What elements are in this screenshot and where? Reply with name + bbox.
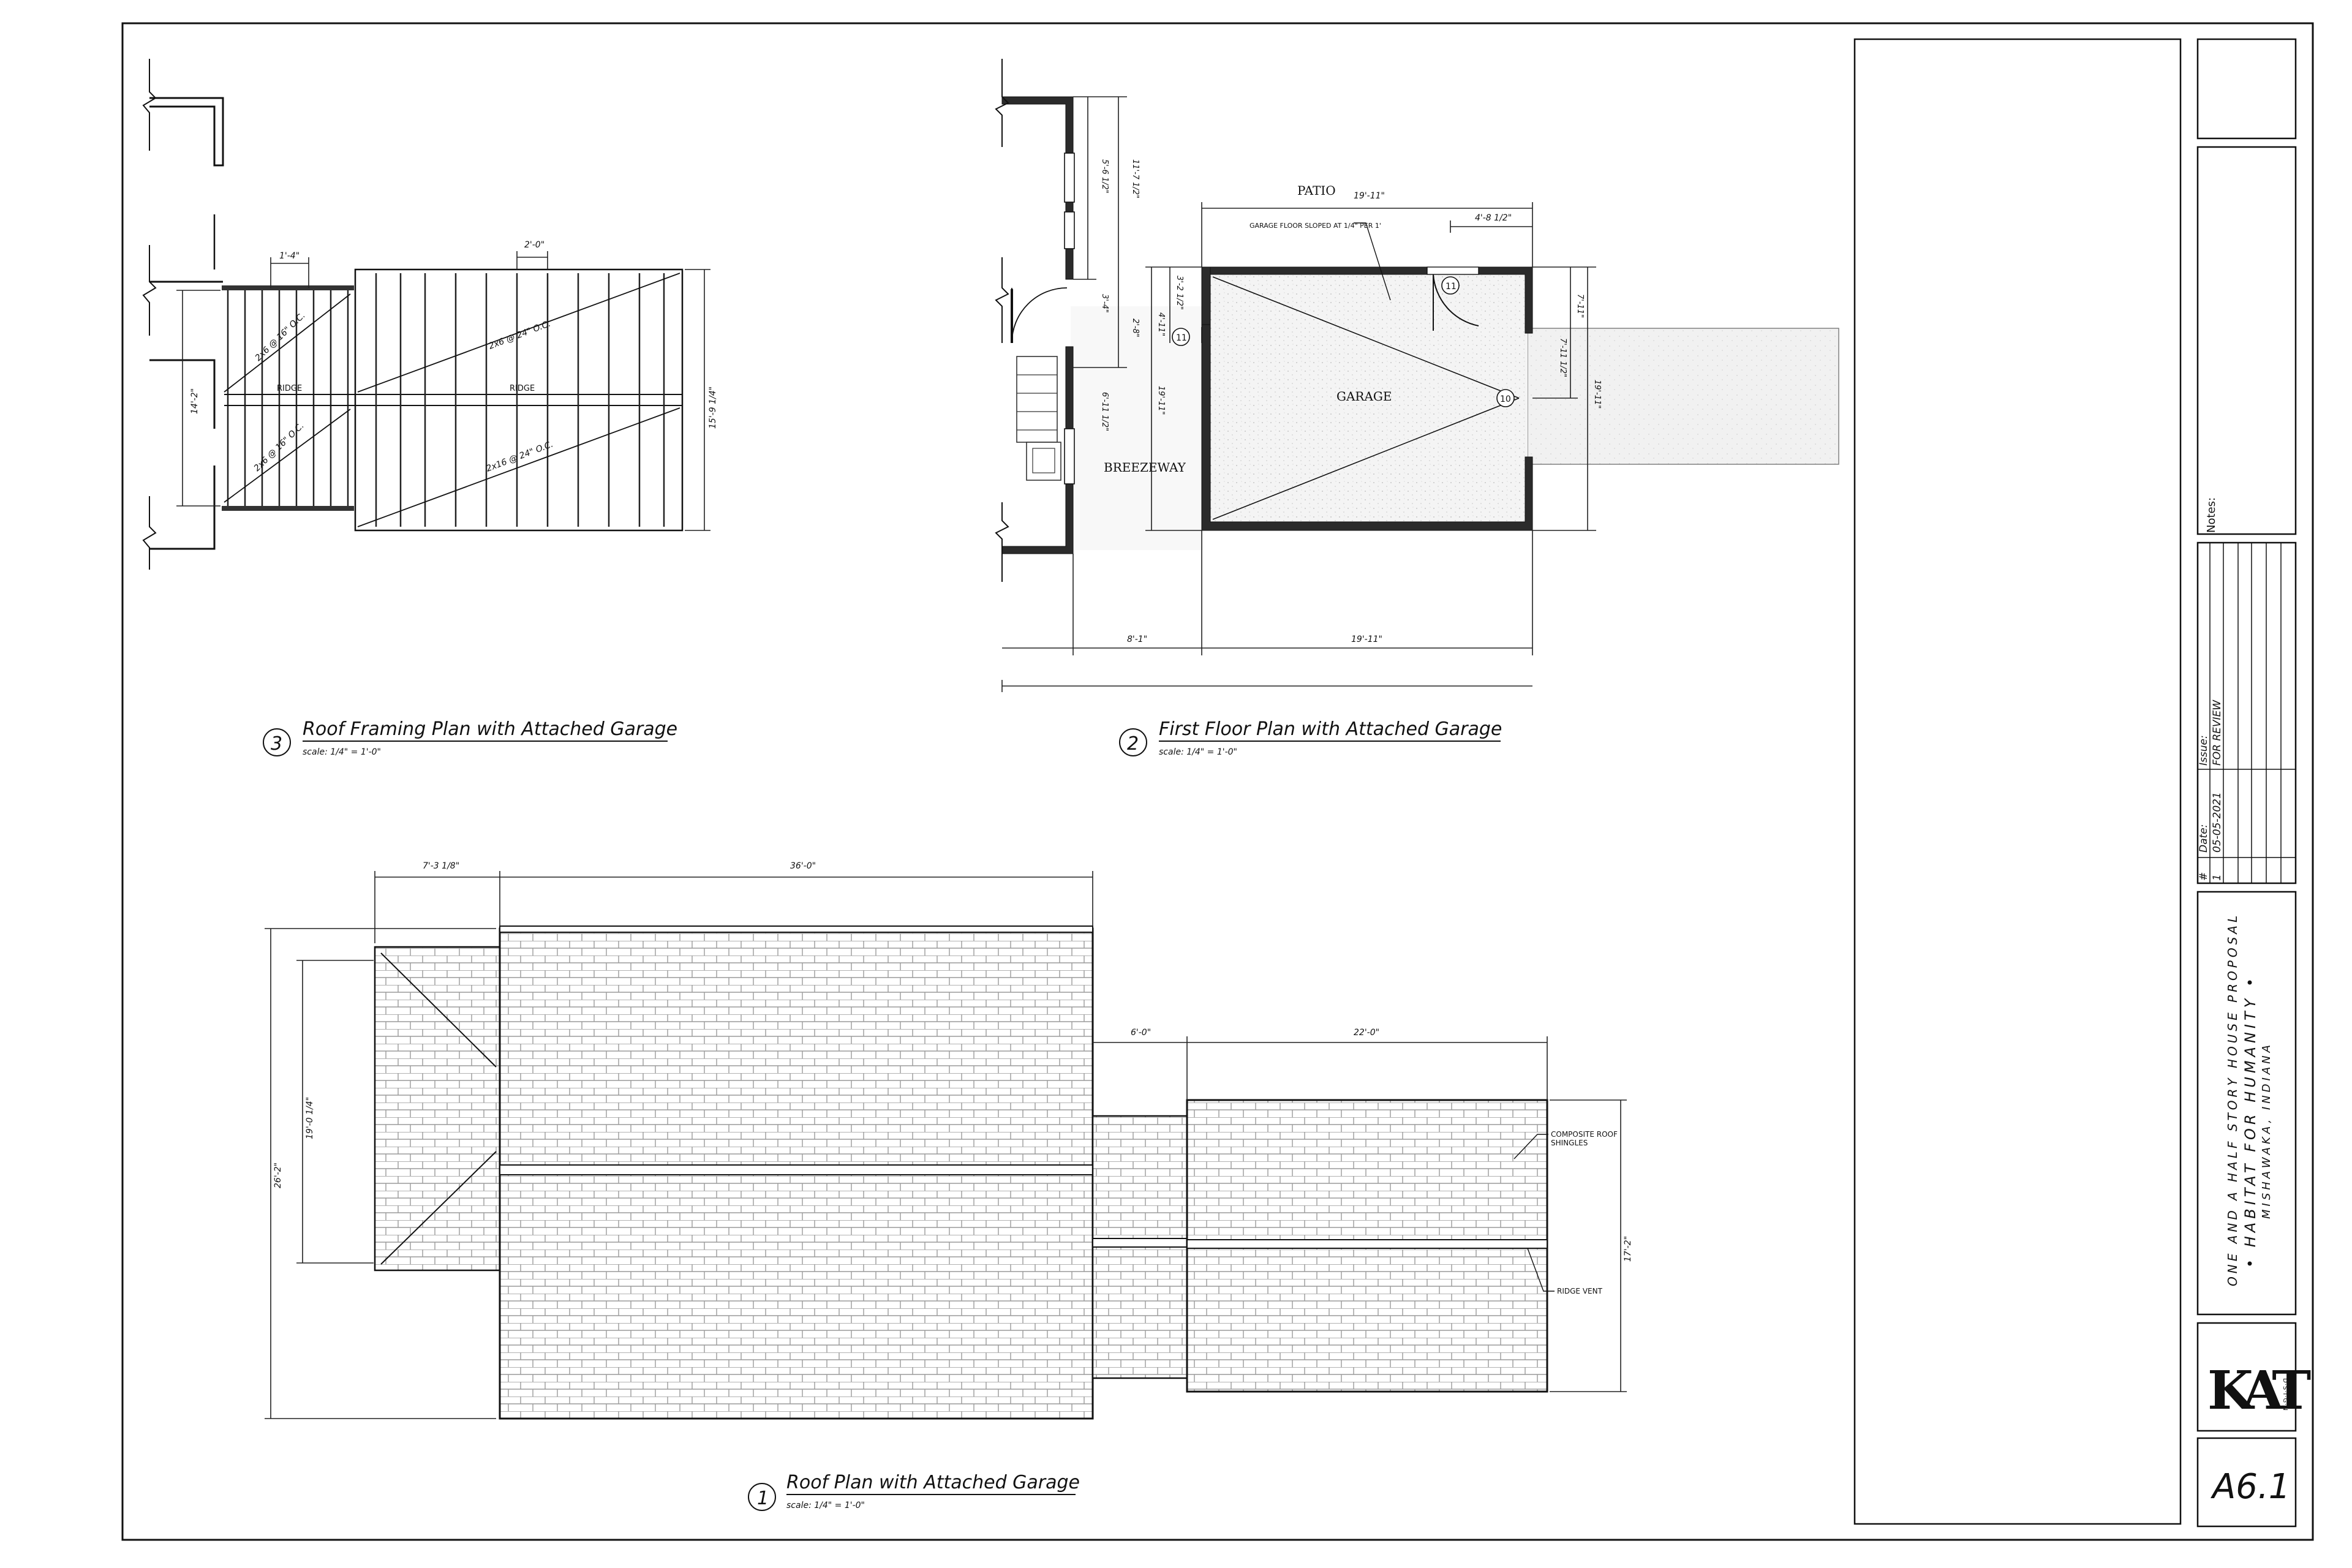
ffp-dim-left-b: 11'-7 1/2" [1131, 159, 1140, 198]
title-block: Notes: # Date: Issue: 1 05-05-2021 FOR R… [1853, 38, 2320, 1528]
firm-logo: KAT D·S·I·G·N [2207, 1360, 2320, 1422]
ffp-dim-left-d: 2'-8" [1131, 318, 1140, 337]
roof-plan-title-text: Roof Plan with Attached Garage [786, 1472, 1080, 1493]
notes-area [1853, 38, 2182, 1525]
roof-dim-top-left: 7'-3 1/8" [423, 861, 459, 871]
roof-note-shingles-2: SHINGLES [1551, 1139, 1588, 1147]
issue-header-number: # [2198, 872, 2210, 881]
roof-hip-section [374, 946, 502, 1272]
notes-box [2196, 146, 2297, 535]
roof-plan-scale: scale: 1/4" = 1'-0" [786, 1501, 865, 1510]
ffp-dim-right-c: 19'-11" [1593, 380, 1602, 409]
ffp-dim-right-b: 7'-11 1/2" [1558, 338, 1567, 377]
first-floor-number: 2 [1127, 733, 1139, 755]
walkway [1527, 328, 1839, 465]
first-floor-scale: scale: 1/4" = 1'-0" [1159, 747, 1237, 757]
logo-box [2196, 1322, 2297, 1432]
ffp-dim-left-e: 6'-11 1/2" [1100, 392, 1109, 431]
framing-dim-right: 15'-9 1/4" [708, 386, 718, 429]
roof-framing-plan: RIDGE RIDGE 2x6 @ 16" O.C. 2x6 @ 24" O.C… [142, 59, 718, 570]
issue-header-date: Date: [2198, 824, 2210, 853]
sheet-number: A6.1 [2211, 1467, 2290, 1507]
project-line-1: ONE AND A HALF STORY HOUSE PROPOSAL [2225, 913, 2240, 1286]
door-tag-2: 11 [1176, 333, 1187, 343]
room-patio: PATIO [1297, 183, 1336, 198]
framing-ridge-left: RIDGE [277, 384, 302, 393]
ffp-dim-top: 19'-11" [1354, 191, 1385, 201]
issue-row-number: 1 [2211, 874, 2223, 881]
first-floor-title: 2 First Floor Plan with Attached Garage … [1119, 718, 1502, 757]
firm-logo-small: D·S·I·G·N [2282, 1378, 2288, 1411]
ffp-dim-bottom-right: 19'-11" [1351, 635, 1382, 644]
ffp-dim-right-a: 7'-11" [1575, 294, 1585, 318]
ffp-dim-left-a: 5'-6 1/2" [1100, 159, 1109, 194]
roof-dim-top-main: 36'-0" [790, 861, 816, 871]
room-garage: GARAGE [1336, 389, 1392, 404]
garage-slope-note: GARAGE FLOOR SLOPED AT 1/4" PER 1' [1250, 222, 1381, 230]
firm-logo-mark: KAT [2207, 1360, 2311, 1422]
ffp-dim-mid-b: 4'-11" [1156, 312, 1166, 336]
ffp-dim-mid-a: 3'-2 1/2" [1175, 276, 1184, 310]
ffp-dim-bottom-left: 8'-1" [1127, 635, 1147, 644]
framing-joist-b: 2x6 @ 24" O.C. [488, 319, 552, 352]
roof-note-ridge-vent: RIDGE VENT [1557, 1287, 1603, 1295]
roof-dim-garage-width: 22'-0" [1354, 1028, 1379, 1038]
first-floor-plan: 11 11 10 PATIO GARAGE BREEZEWAY GARAGE F… [995, 59, 1839, 692]
roof-dim-left-inner: 19'-0 1/4" [305, 1097, 315, 1139]
framing-dim-top-small: 1'-4" [279, 251, 300, 261]
roof-framing-number: 3 [271, 733, 282, 755]
room-breezeway: BREEZEWAY [1104, 460, 1186, 475]
project-line-2: • HABITAT FOR HUMANITY • [2242, 974, 2259, 1268]
framing-joist-d: 2x16 @ 24" O.C. [485, 439, 555, 473]
roof-plan-number: 1 [757, 1488, 769, 1509]
stamp-box [2196, 38, 2297, 140]
issue-header-issue: Issue: [2198, 735, 2210, 766]
sheet-border [121, 22, 2314, 1541]
roof-dim-right: 17'-2" [1623, 1236, 1633, 1262]
framing-ridge-right: RIDGE [510, 384, 535, 393]
breezeway-floor [1071, 306, 1204, 550]
notes-label: Notes: [2205, 497, 2218, 533]
first-floor-title-text: First Floor Plan with Attached Garage [1159, 718, 1502, 740]
roof-dim-garage-gap: 6'-0" [1131, 1028, 1151, 1038]
roof-framing-title: 3 Roof Framing Plan with Attached Garage… [263, 718, 677, 757]
issue-row-issue: FOR REVIEW [2211, 699, 2223, 766]
framing-dim-top-spacing: 2'-0" [524, 240, 545, 250]
project-line-3: MISHAWAKA, INDIANA [2260, 1042, 2273, 1219]
sheet-number-box [2196, 1437, 2297, 1528]
roof-framing-scale: scale: 1/4" = 1'-0" [303, 747, 381, 757]
roof-note-shingles-1: COMPOSITE ROOF [1551, 1130, 1618, 1139]
ffp-dim-left-c: 3'-4" [1100, 294, 1109, 313]
framing-dim-left: 14'-2" [190, 388, 200, 414]
issue-row-date: 05-05-2021 [2211, 792, 2223, 853]
ffp-dim-mid-c: 19'-11" [1156, 386, 1166, 415]
door-tag-1: 11 [1446, 282, 1457, 292]
issue-table: # Date: Issue: 1 05-05-2021 FOR REVIEW [2196, 541, 2297, 884]
project-box [2196, 891, 2297, 1316]
roof-plan-title: 1 Roof Plan with Attached Garage scale: … [748, 1472, 1080, 1511]
roof-framing-title-text: Roof Framing Plan with Attached Garage [303, 718, 677, 740]
garage-floor [1207, 272, 1528, 526]
roof-dim-left-outer: 26'-2" [273, 1163, 283, 1188]
ffp-dim-top-right: 4'-8 1/2" [1475, 213, 1512, 223]
door-tag-3: 10 [1500, 394, 1511, 404]
roof-plan: 7'-3 1/8" 36'-0" 6'-0" 22'-0" 26'-2" 19'… [265, 861, 1633, 1420]
